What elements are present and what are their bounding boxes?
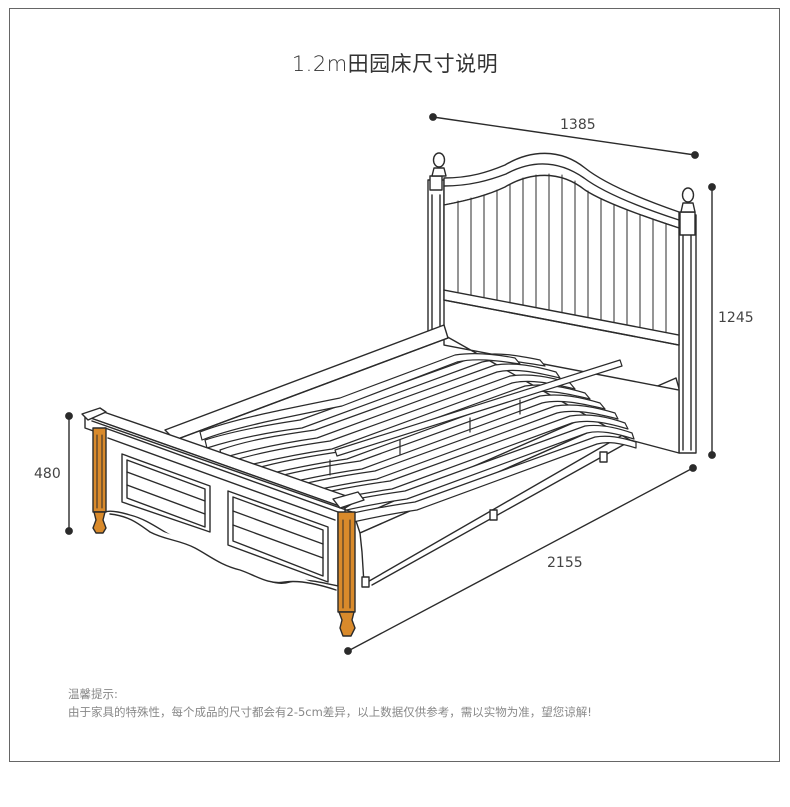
dimension-head-height-line: [708, 183, 716, 459]
dimension-foot-height-line: [65, 412, 73, 535]
dimension-length-line: [344, 464, 697, 655]
note-heading: 温馨提示:: [68, 687, 118, 701]
diagram-frame: [9, 8, 780, 762]
footboard-leg-left: [92, 427, 107, 534]
head-height-label: 1245: [718, 310, 754, 326]
support-feet: [361, 451, 608, 588]
length-label: 2155: [547, 555, 583, 571]
width-label: 1385: [560, 117, 596, 133]
footboard-cap: [81, 407, 365, 509]
bed-slats: [199, 352, 637, 529]
footboard-leg-right: [337, 511, 356, 637]
page-title: 1.2m田园床尺寸说明: [291, 52, 499, 76]
foot-height-label: 480: [34, 466, 61, 482]
note-body: 由于家具的特殊性，每个成品的尺寸都会有2-5cm差异，以上数据仅供参考，需以实物…: [68, 705, 592, 719]
footboard: [84, 409, 359, 591]
dimension-width-line: [429, 113, 699, 159]
